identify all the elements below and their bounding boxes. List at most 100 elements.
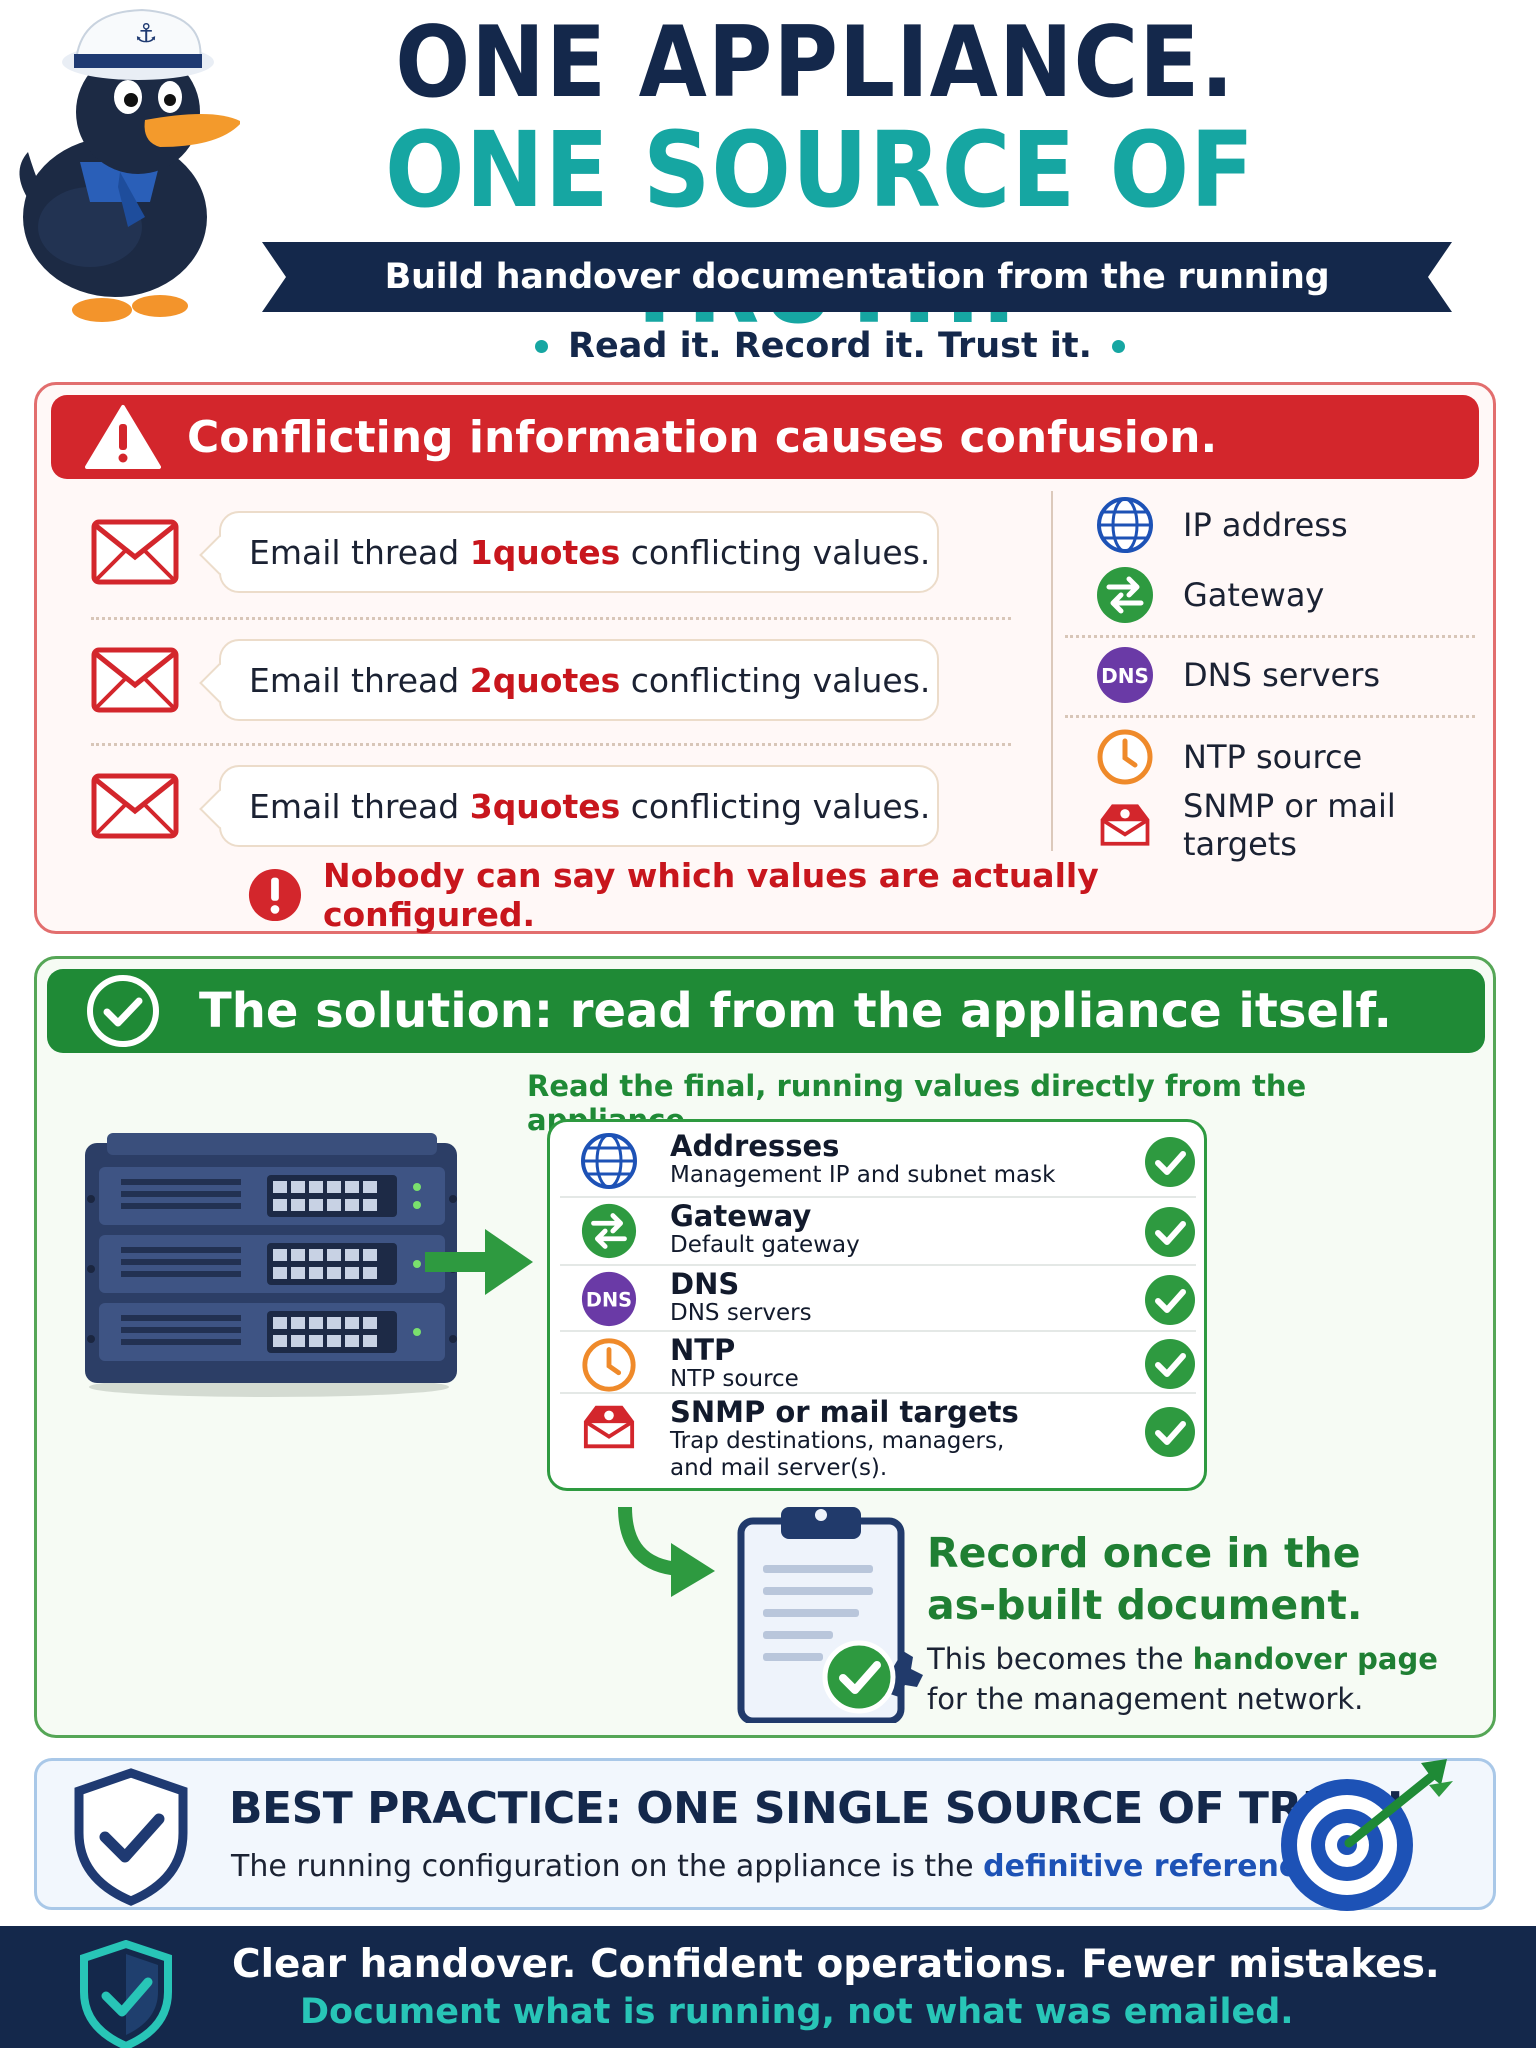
dns-badge-icon: DNS: [578, 1268, 640, 1330]
tagline-text: Read it. Record it. Trust it.: [568, 326, 1092, 366]
checklist-text: DNS DNS servers: [670, 1268, 1110, 1327]
column-separator: [1051, 491, 1053, 851]
checkmark-icon: [1145, 1207, 1195, 1257]
checklist-heading: NTP: [670, 1333, 736, 1367]
thread-bubble: Email thread 3 quotes conflicting values…: [219, 765, 939, 847]
sailor-duck-mascot: ⚓: [10, 2, 242, 332]
shield-check-icon: [80, 1940, 172, 2048]
record-sub-prefix: This becomes the: [927, 1642, 1193, 1676]
checklist-divider: [560, 1196, 1196, 1198]
checkmark-icon: [1145, 1137, 1195, 1187]
checklist-row-snmp-mail: SNMP or mail targets Trap destinations, …: [560, 1396, 1196, 1482]
definitive-reference-highlight: definitive reference: [983, 1849, 1317, 1884]
thread-number: 3: [469, 786, 493, 826]
value-label: SNMP or mail targets: [1183, 787, 1396, 863]
check-circle-icon: [87, 975, 159, 1047]
thread-suffix: conflicting values.: [630, 786, 931, 826]
running-values-checklist: Addresses Management IP and subnet mask …: [547, 1119, 1207, 1491]
arrow-right-icon: [425, 1229, 533, 1295]
thread-number: 2: [469, 660, 493, 700]
clipboard-document-icon: [697, 1503, 937, 1725]
thread-prefix: Email thread: [249, 660, 460, 700]
dns-badge-icon: DNS: [1095, 645, 1155, 705]
value-label: NTP source: [1183, 738, 1363, 776]
checklist-sub: Management IP and subnet mask: [670, 1162, 1056, 1188]
record-heading: Record once in the as-built document.: [927, 1527, 1447, 1631]
checklist-divider: [560, 1392, 1196, 1394]
thread-prefix: Email thread: [249, 786, 460, 826]
svg-text:⚓: ⚓: [134, 19, 157, 49]
checklist-text: SNMP or mail targets Trap destinations, …: [670, 1396, 1110, 1482]
tagline-dot-right: [1111, 339, 1125, 353]
checklist-row-gateway: Gateway Default gateway: [560, 1200, 1196, 1262]
value-label: IP address: [1183, 506, 1348, 544]
value-ip-address: IP address: [1095, 495, 1348, 555]
shield-check-icon: [74, 1768, 188, 1906]
email-thread-3: Email thread 3 quotes conflicting values…: [51, 743, 1031, 869]
thread-bubble: Email thread 1 quotes conflicting values…: [219, 511, 939, 593]
warning-triangle-icon: [85, 405, 161, 469]
email-thread-1: Email thread 1 quotes conflicting values…: [51, 489, 1031, 615]
value-divider: [1065, 715, 1475, 718]
checklist-sub: NTP source: [670, 1366, 799, 1392]
warning-text: Nobody can say which values are actually…: [322, 856, 1099, 934]
checkmark-icon: [1145, 1339, 1195, 1389]
ribbon-text: Build handover documentation from the ru…: [384, 257, 1330, 367]
best-practice-subtitle: The running configuration on the applian…: [231, 1849, 1327, 1884]
checklist-text: Addresses Management IP and subnet mask: [670, 1130, 1110, 1189]
target-arrow-icon: [1281, 1759, 1453, 1911]
envelope-icon: [91, 647, 179, 713]
footer-line-2: Document what is running, not what was e…: [300, 1992, 1294, 2032]
warning-message: Nobody can say which values are actually…: [247, 856, 1287, 934]
value-snmp-mail: SNMP or mail targets: [1095, 787, 1487, 863]
thread-divider: [91, 743, 1011, 746]
checklist-sub: and mail server(s).: [670, 1455, 888, 1481]
record-heading-line1: Record once in the: [927, 1529, 1361, 1577]
thread-suffix: conflicting values.: [630, 660, 931, 700]
best-practice-title: BEST PRACTICE: ONE SINGLE SOURCE OF TRUT…: [229, 1783, 1403, 1834]
checklist-text: Gateway Default gateway: [670, 1200, 1110, 1259]
value-dns-servers: DNS DNS servers: [1095, 645, 1380, 705]
arrow-down-right-icon: [618, 1506, 715, 1597]
solution-header-bar: The solution: read from the appliance it…: [47, 969, 1485, 1053]
record-subtext: This becomes the handover page for the m…: [927, 1639, 1487, 1719]
value-gateway: Gateway: [1095, 565, 1324, 625]
problem-title: Conflicting information causes confusion…: [187, 411, 1218, 463]
checklist-sub: Default gateway: [670, 1232, 860, 1258]
bp-sub-prefix: The running configuration on the applian…: [231, 1849, 984, 1884]
gateway-arrows-icon: [578, 1200, 640, 1262]
problem-header-bar: Conflicting information causes confusion…: [51, 395, 1479, 479]
thread-number: 1: [469, 532, 493, 572]
thread-quotes-word: quotes: [492, 532, 621, 572]
checklist-heading: Gateway: [670, 1199, 812, 1233]
checkmark-icon: [1145, 1275, 1195, 1325]
appliance-server-icon: [77, 1129, 467, 1399]
checklist-heading: SNMP or mail targets: [670, 1395, 1019, 1429]
checklist-row-ntp: NTP NTP source: [560, 1334, 1196, 1396]
value-divider: [1065, 635, 1475, 638]
envelope-icon: [91, 519, 179, 585]
checklist-text: NTP NTP source: [670, 1334, 1110, 1393]
checklist-sub: DNS servers: [670, 1300, 812, 1326]
subtitle-ribbon: Build handover documentation from the ru…: [262, 242, 1452, 367]
thread-bubble: Email thread 2 quotes conflicting values…: [219, 639, 939, 721]
mail-alert-icon: [578, 1396, 640, 1458]
headline-line-1: ONE APPLIANCE.: [395, 6, 1235, 120]
tagline: Read it. Record it. Trust it.: [520, 320, 1140, 372]
value-label: Gateway: [1183, 576, 1325, 614]
value-label: DNS servers: [1183, 656, 1381, 694]
conflicting-values-list: IP address Gateway DNS DNS servers: [1057, 489, 1487, 869]
thread-suffix: conflicting values.: [630, 532, 931, 572]
thread-quotes-word: quotes: [492, 660, 621, 700]
solution-panel: The solution: read from the appliance it…: [34, 956, 1496, 1738]
value-ntp-source: NTP source: [1095, 727, 1362, 787]
mail-alert-icon: [1095, 795, 1155, 855]
solution-title: The solution: read from the appliance it…: [199, 983, 1392, 1039]
checklist-sub: Trap destinations, managers,: [670, 1428, 1005, 1454]
checklist-divider: [560, 1264, 1196, 1266]
checklist-heading: Addresses: [670, 1129, 840, 1163]
record-sub-line2: for the management network.: [927, 1682, 1364, 1716]
email-thread-list: Email thread 1 quotes conflicting values…: [51, 489, 1031, 873]
footer-banner: Clear handover. Confident operations. Fe…: [0, 1926, 1536, 2048]
record-heading-line2: as-built document.: [927, 1581, 1363, 1629]
